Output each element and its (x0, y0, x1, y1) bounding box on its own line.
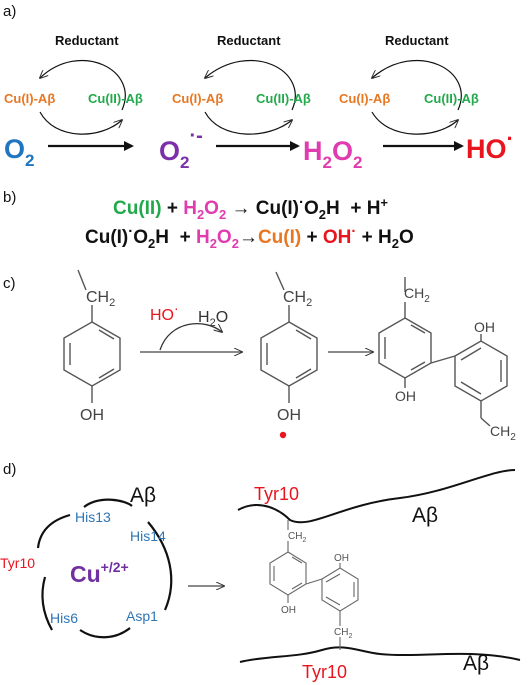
species-superoxide: O2·- (159, 125, 203, 172)
ch2-label-1: CH2 (86, 289, 115, 309)
tyrosine-phenol (63, 269, 121, 403)
his13-label: His13 (75, 509, 111, 525)
radical-dot (279, 431, 287, 439)
reagent-curve-arrow (159, 322, 222, 351)
species-oxygen: O2 (4, 134, 34, 170)
crosslink-oh-lower: OH (281, 605, 296, 616)
peptide-segment-right (147, 521, 173, 611)
cu2-abeta-label-3: Cu(II)-Aβ (424, 91, 479, 106)
peptide-segment-left-upper (36, 513, 71, 549)
cu2-abeta-label-1: Cu(II)-Aβ (88, 91, 143, 106)
copper-ion-label: Cu+/2+ (70, 559, 129, 587)
peptide-segment-top (83, 498, 133, 508)
crosslink-ch2-upper: CH2 (288, 531, 306, 544)
cycle-arc-lower-2 (204, 111, 292, 135)
cycle-arc-upper-1 (40, 59, 126, 111)
peptide-strand-lower (239, 646, 521, 663)
oh-label-2: OH (277, 407, 301, 424)
abeta-label-left: Aβ (130, 484, 156, 507)
dityrosine-product (378, 277, 508, 427)
cu1-abeta-label-3: Cu(I)-Aβ (339, 91, 390, 106)
cycle-arc-upper-3 (372, 60, 462, 111)
cycle-arc-lower-1 (39, 111, 122, 135)
species-hydroxyl-radical: HO· (466, 126, 514, 164)
panel-d: d) Aβ His13 His14 Tyr10 His6 Asp1 Cu+/2+… (0, 461, 521, 682)
peptide-strand-upper (237, 469, 516, 524)
his14-label: His14 (130, 528, 166, 544)
panel-d-label: d) (3, 461, 16, 478)
oh-label-3: OH (474, 319, 495, 335)
asp1-label: Asp1 (126, 608, 158, 624)
crosslink-oh-upper: OH (334, 553, 349, 564)
panel-b: b) Cu(II) + H2O2 → Cu(I)·O2H + H+ Cu(I)·… (3, 189, 414, 251)
his6-label: His6 (50, 610, 78, 626)
ch2-label-2: CH2 (283, 289, 312, 309)
hydroxyl-reagent: HO· (150, 300, 179, 324)
reductant-label-2: Reductant (217, 33, 281, 48)
peptide-segment-left-lower (41, 576, 53, 631)
panel-c: c) CH2 OH HO· H2O CH2 OH (3, 269, 516, 443)
equation-line-1: Cu(II) + H2O2 → Cu(I)·O2H + H+ (113, 194, 388, 222)
panel-c-label: c) (3, 275, 16, 292)
crosslink-ch2-lower: CH2 (334, 627, 352, 640)
oh-label-4: OH (395, 388, 416, 404)
reductant-label-1: Reductant (55, 33, 119, 48)
abeta-label-lower: Aβ (463, 652, 489, 675)
equation-line-2: Cu(I)·O2H + H2O2→Cu(I) + OH· + H2O (85, 223, 414, 251)
ch2-label-4: CH2 (490, 423, 516, 443)
peptide-segment-bottom (79, 627, 131, 639)
panel-a-label: a) (3, 3, 16, 20)
water-product: H2O (198, 309, 228, 329)
tyr10-label-left: Tyr10 (0, 555, 35, 571)
abeta-label-upper: Aβ (412, 504, 438, 527)
redox-cycle-2: Reductant Cu(I)-Aβ Cu(II)-Aβ (172, 33, 311, 151)
cu1-abeta-label-2: Cu(I)-Aβ (172, 91, 223, 106)
cycle-arc-lower-3 (371, 111, 458, 135)
cu1-abeta-label-1: Cu(I)-Aβ (4, 91, 55, 106)
redox-cycle-3: Reductant Cu(I)-Aβ Cu(II)-Aβ (339, 33, 479, 151)
panel-b-label: b) (3, 189, 16, 206)
tyr10-label-lower: Tyr10 (302, 662, 347, 682)
oh-label-1: OH (80, 407, 104, 424)
tyrosyl-radical (260, 271, 318, 403)
reductant-label-3: Reductant (385, 33, 449, 48)
redox-cycle-1: Reductant Cu(I)-Aβ Cu(II)-Aβ (4, 33, 143, 151)
panel-a: a) Reductant Cu(I)-Aβ Cu(II)-Aβ Reductan… (3, 3, 514, 172)
species-hydrogen-peroxide: H2O2 (303, 136, 362, 172)
dityrosine-crosslink (269, 520, 359, 650)
tyr10-label-upper: Tyr10 (254, 484, 299, 504)
ch2-label-3: CH2 (404, 285, 430, 305)
cu2-abeta-label-2: Cu(II)-Aβ (256, 91, 311, 106)
cycle-arc-upper-2 (205, 60, 296, 111)
